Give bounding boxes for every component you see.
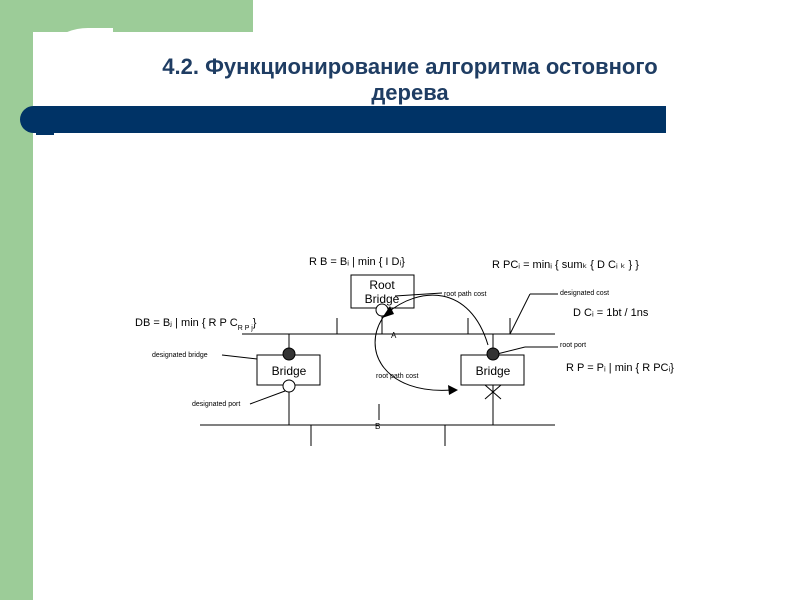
slide-title-line1: 4.2. Функционирование алгоритма остовног… [162,54,658,79]
root-bridge-label-2: Bridge [365,292,400,306]
arrowhead-top [382,306,394,318]
slide-title-line2: дерева [371,80,449,105]
leader-root-port [496,346,526,355]
label-root-path-cost-mid: root path cost [376,373,418,380]
title-underline-bar [20,106,666,133]
leader-root-path-cost-top [394,292,443,297]
formula-rp: R P = Pᵢ | min { R PCᵢ} [566,362,674,374]
root-path-cost-curve-bottom [374,315,453,391]
root-bridge-label-1: Root [369,278,395,292]
green-sidebar [0,0,33,600]
arrowhead-bottom [448,385,458,395]
formula-rpc: R PCᵢ = minᵢ { sumₖ { D Cᵢ ₖ } } [492,259,639,271]
segment-b-label: B [375,422,380,431]
label-designated-port: designated port [192,401,240,408]
leader-designated-bridge [221,354,258,360]
formula-db-end: } [253,317,257,329]
formula-rb: R B = Bᵢ | min { I Dᵢ} [309,256,405,268]
label-root-path-cost-top: root path cost [444,291,486,298]
label-designated-bridge: designated bridge [152,352,208,359]
slide-title: 4.2. Функционирование алгоритма остовног… [60,54,760,106]
bridge-left-designated-bridge-port [282,347,296,361]
title-underline-tab [36,133,54,135]
segment-a-label: A [391,331,397,340]
root-path-cost-curve-top [385,294,489,346]
bridge-left-designated-port [282,379,296,393]
bridge-right-root-port [486,347,500,361]
label-designated-cost: designated cost [560,290,609,297]
formula-db-sub: R P j [238,325,253,332]
formula-db-main: DB = Bⱼ | min { R P C [135,317,238,329]
green-top-band [0,0,253,32]
bridge-right-label: Bridge [476,364,511,378]
formula-db: DB = Bⱼ | min { R P CR P j} [135,317,257,332]
leader-designated-cost [509,293,531,335]
label-root-port: root port [560,342,586,349]
formula-dc: D Cᵢ = 1bt / 1ns [573,307,649,319]
leader-designated-port [249,390,286,405]
bridge-left-label: Bridge [272,364,307,378]
blocked-port-x-2 [484,384,502,400]
